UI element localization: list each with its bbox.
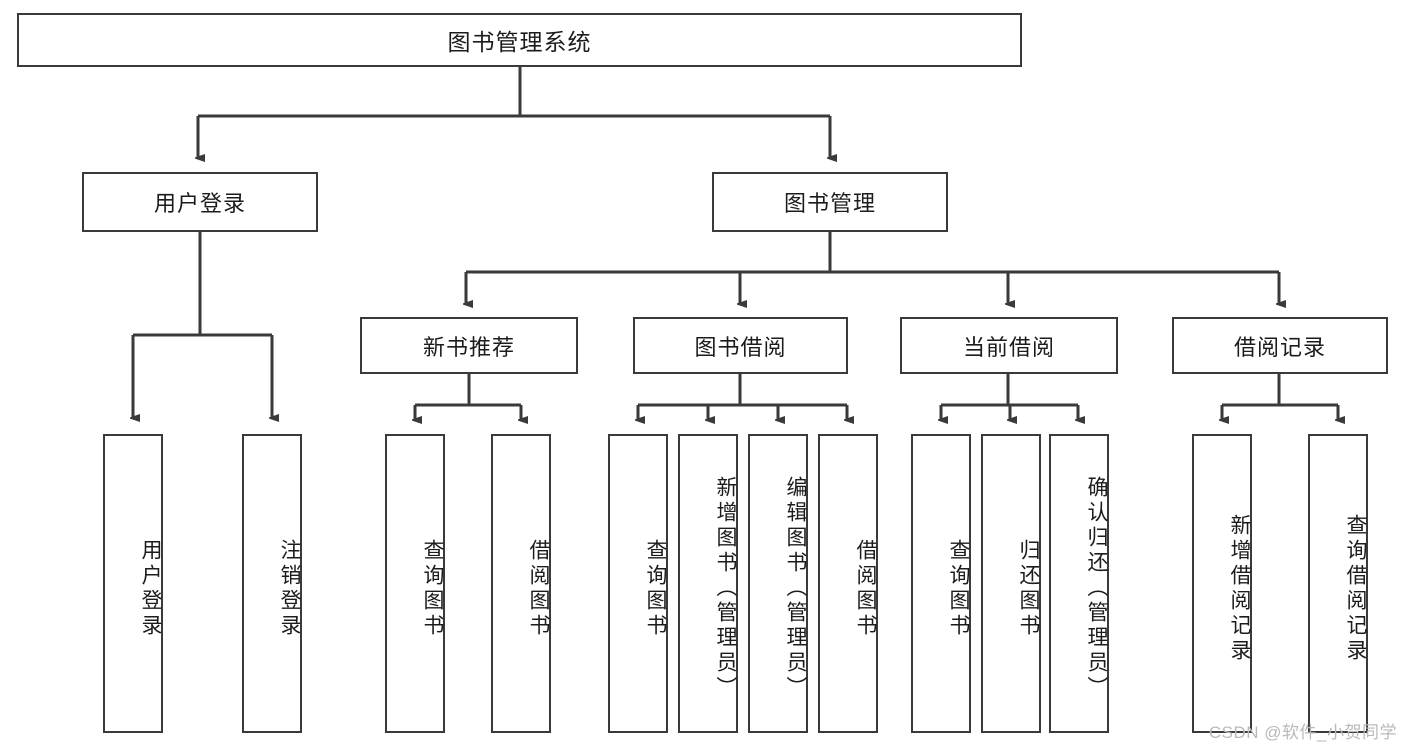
leaf-label: 查询图书	[644, 538, 667, 639]
leaf-label: 编辑图书（管理员）	[784, 476, 807, 701]
leaf-new-book-borrow[interactable]: 借阅图书	[491, 434, 551, 733]
leaf-current-borrow-return[interactable]: 归还图书	[981, 434, 1041, 733]
node-book-borrow[interactable]: 图书借阅	[633, 317, 848, 374]
node-book-management[interactable]: 图书管理	[712, 172, 948, 232]
leaf-label: 归还图书	[1017, 538, 1040, 639]
csdn-watermark: CSDN @软件_小贺同学	[1208, 723, 1397, 742]
leaf-label: 新增图书（管理员）	[714, 476, 737, 701]
leaf-label: 查询图书	[947, 538, 970, 639]
leaf-book-borrow-query[interactable]: 查询图书	[608, 434, 668, 733]
leaf-book-borrow-edit[interactable]: 编辑图书（管理员）	[748, 434, 808, 733]
leaf-label: 查询图书	[421, 538, 444, 639]
leaf-label: 新增借阅记录	[1228, 513, 1251, 664]
node-user-login[interactable]: 用户登录	[82, 172, 318, 232]
leaf-user-login-login[interactable]: 用户登录	[103, 434, 163, 733]
node-root-system[interactable]: 图书管理系统	[17, 13, 1022, 67]
leaf-book-borrow-add[interactable]: 新增图书（管理员）	[678, 434, 738, 733]
node-borrow-record[interactable]: 借阅记录	[1172, 317, 1388, 374]
leaf-label: 借阅图书	[854, 538, 877, 639]
leaf-new-book-query[interactable]: 查询图书	[385, 434, 445, 733]
leaf-label: 用户登录	[139, 538, 162, 639]
leaf-borrow-record-query[interactable]: 查询借阅记录	[1308, 434, 1368, 733]
leaf-current-borrow-query[interactable]: 查询图书	[911, 434, 971, 733]
leaf-user-login-logout[interactable]: 注销登录	[242, 434, 302, 733]
leaf-book-borrow-borrow[interactable]: 借阅图书	[818, 434, 878, 733]
leaf-label: 查询借阅记录	[1344, 513, 1367, 664]
node-new-book-recommend[interactable]: 新书推荐	[360, 317, 578, 374]
leaf-label: 注销登录	[278, 538, 301, 639]
leaf-borrow-record-add[interactable]: 新增借阅记录	[1192, 434, 1252, 733]
leaf-label: 确认归还（管理员）	[1085, 476, 1108, 701]
leaf-current-borrow-confirm-return[interactable]: 确认归还（管理员）	[1049, 434, 1109, 733]
node-current-borrow[interactable]: 当前借阅	[900, 317, 1118, 374]
leaf-label: 借阅图书	[527, 538, 550, 639]
